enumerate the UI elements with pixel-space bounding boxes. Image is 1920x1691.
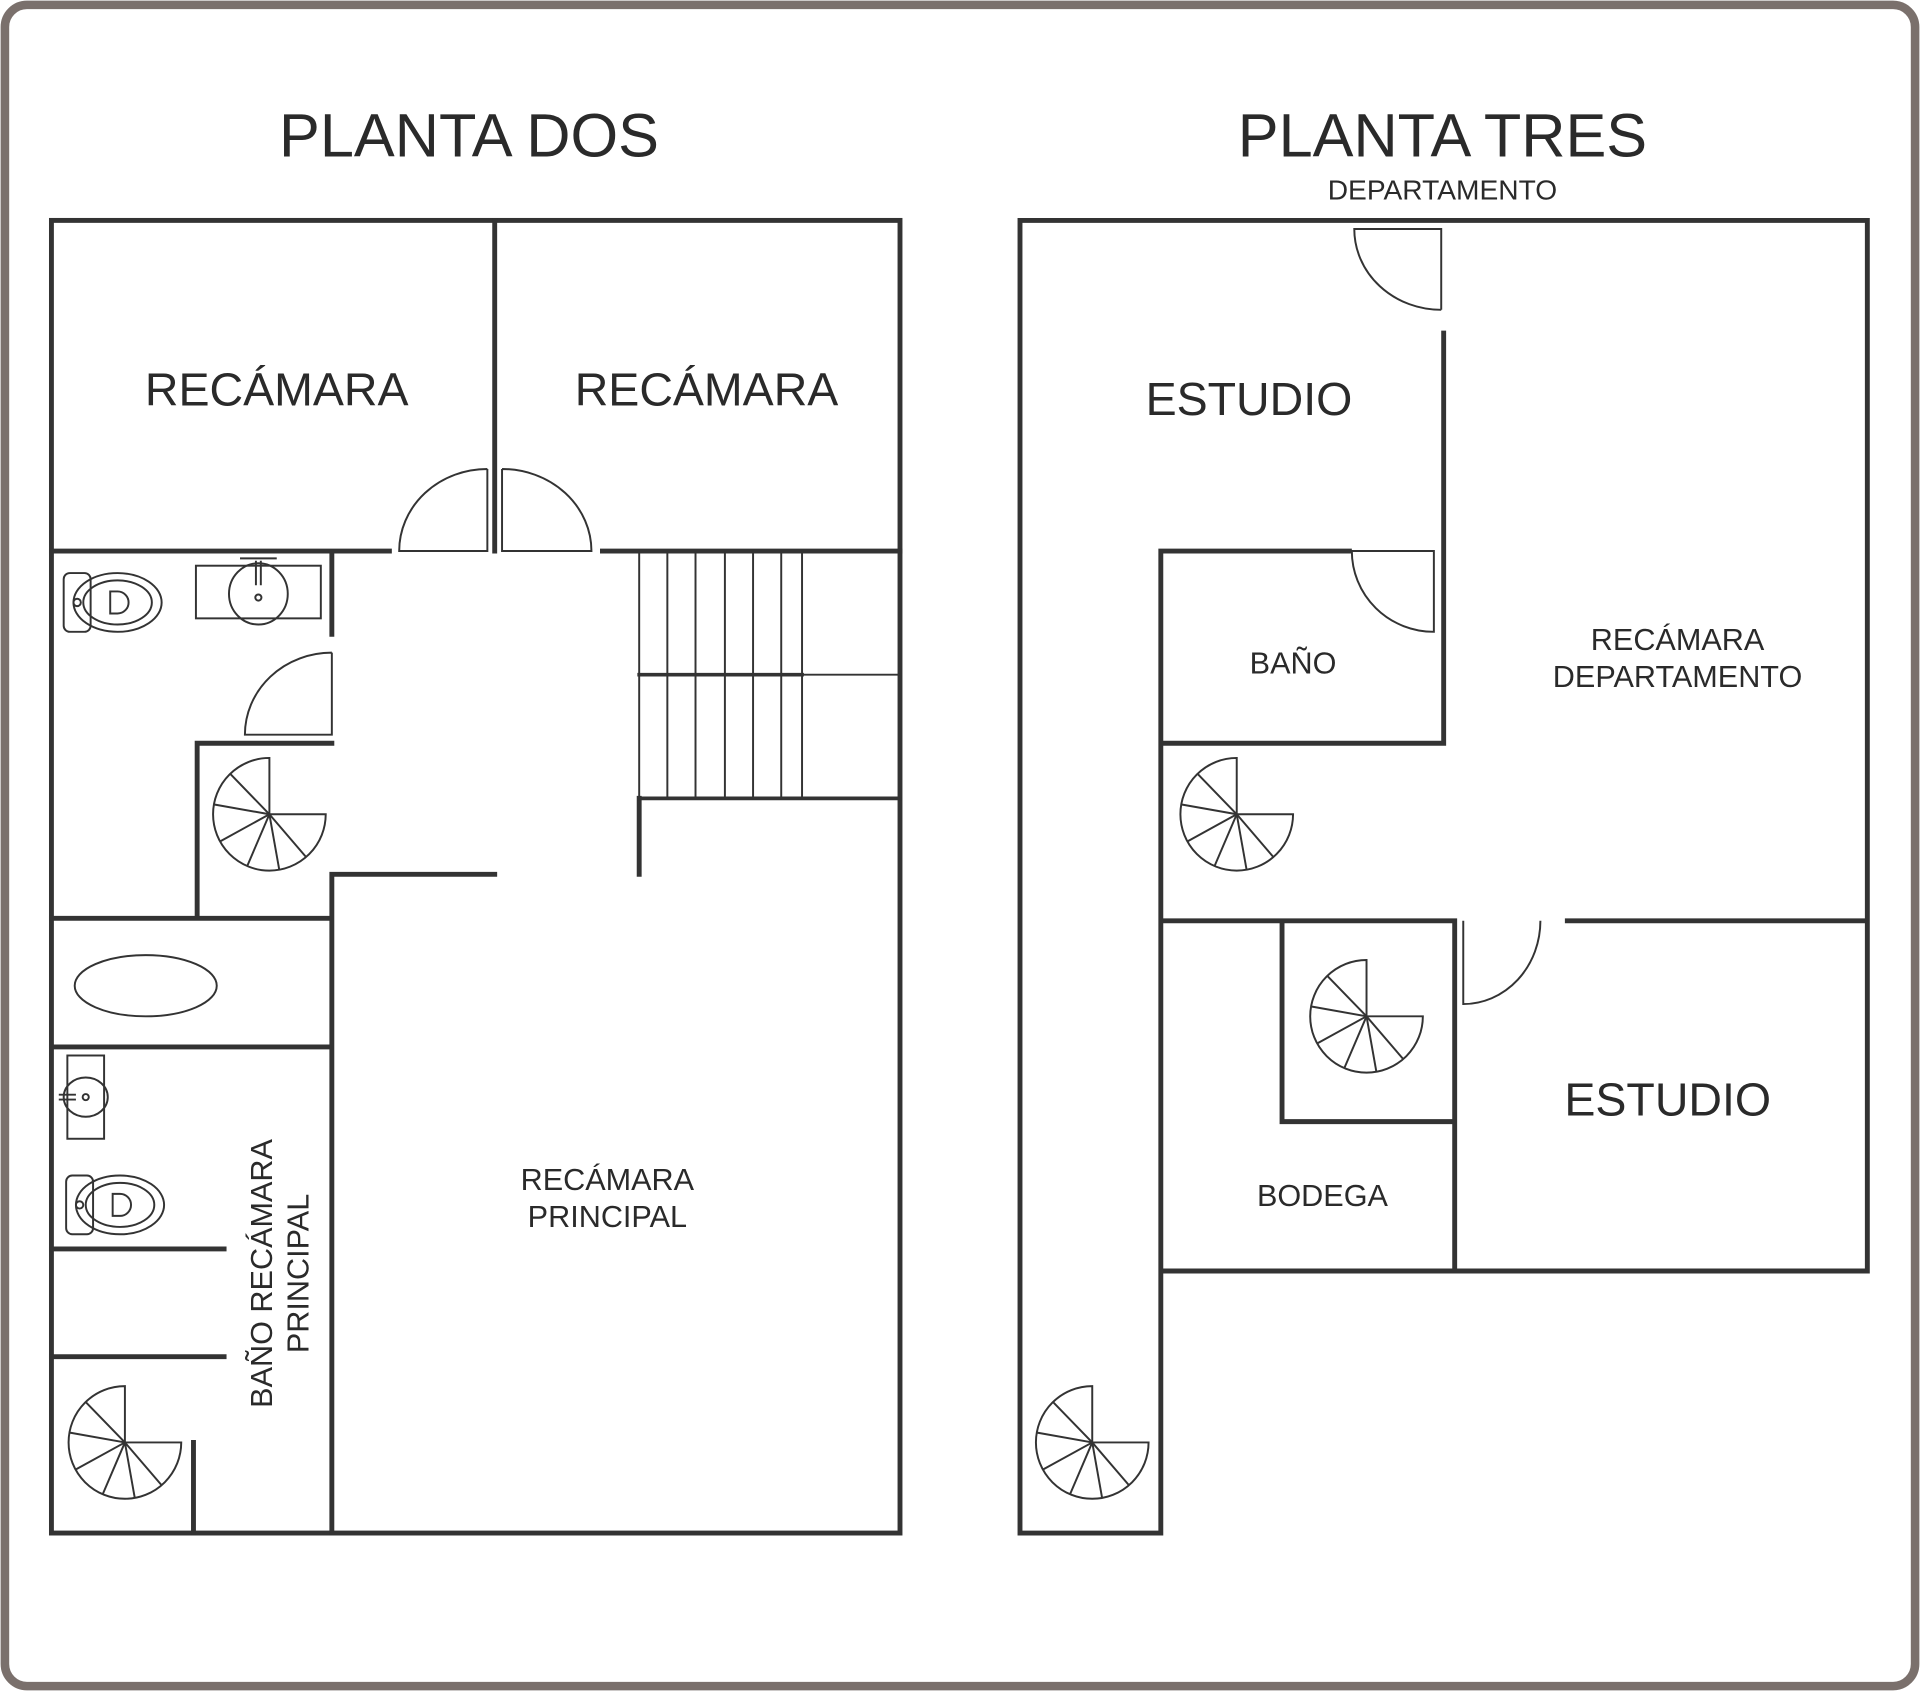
door-bath bbox=[243, 651, 333, 736]
sink-icon bbox=[58, 1054, 109, 1140]
room-label: BAÑO RECÁMARA bbox=[244, 1139, 279, 1408]
room-label: PRINCIPAL bbox=[282, 1194, 316, 1353]
room-label: RECÁMARA bbox=[521, 1162, 695, 1197]
sink-icon bbox=[194, 557, 322, 626]
door-study bbox=[1462, 920, 1542, 1006]
walls bbox=[1017, 217, 1870, 1536]
room-label: ESTUDIO bbox=[1564, 1073, 1771, 1125]
plan-subtitle: DEPARTAMENTO bbox=[1328, 175, 1557, 206]
room-label: DEPARTAMENTO bbox=[1553, 660, 1802, 694]
room-label: RECÁMARA bbox=[575, 363, 839, 415]
plan-planta-dos: PLANTA DOS bbox=[48, 102, 903, 1536]
door-bedroom-2 bbox=[501, 467, 593, 552]
room-label: ESTUDIO bbox=[1146, 373, 1353, 425]
plan-planta-tres: PLANTA TRES DEPARTAMENTO ESTUDIO BAÑO RE… bbox=[1017, 102, 1870, 1536]
door-entrance bbox=[1353, 227, 1443, 311]
door-bedroom-1 bbox=[398, 467, 489, 552]
door-bath bbox=[1350, 550, 1435, 633]
staircase bbox=[637, 553, 902, 801]
room-label: RECÁMARA bbox=[1591, 622, 1765, 657]
plan-title: PLANTA TRES bbox=[1238, 102, 1647, 170]
room-label: BODEGA bbox=[1257, 1179, 1389, 1213]
room-label: BAÑO bbox=[1250, 645, 1337, 680]
bathtub-icon bbox=[73, 954, 218, 1018]
room-label: RECÁMARA bbox=[145, 363, 409, 415]
plan-title: PLANTA DOS bbox=[279, 102, 659, 170]
room-label: PRINCIPAL bbox=[528, 1200, 687, 1234]
walls bbox=[48, 217, 903, 1536]
